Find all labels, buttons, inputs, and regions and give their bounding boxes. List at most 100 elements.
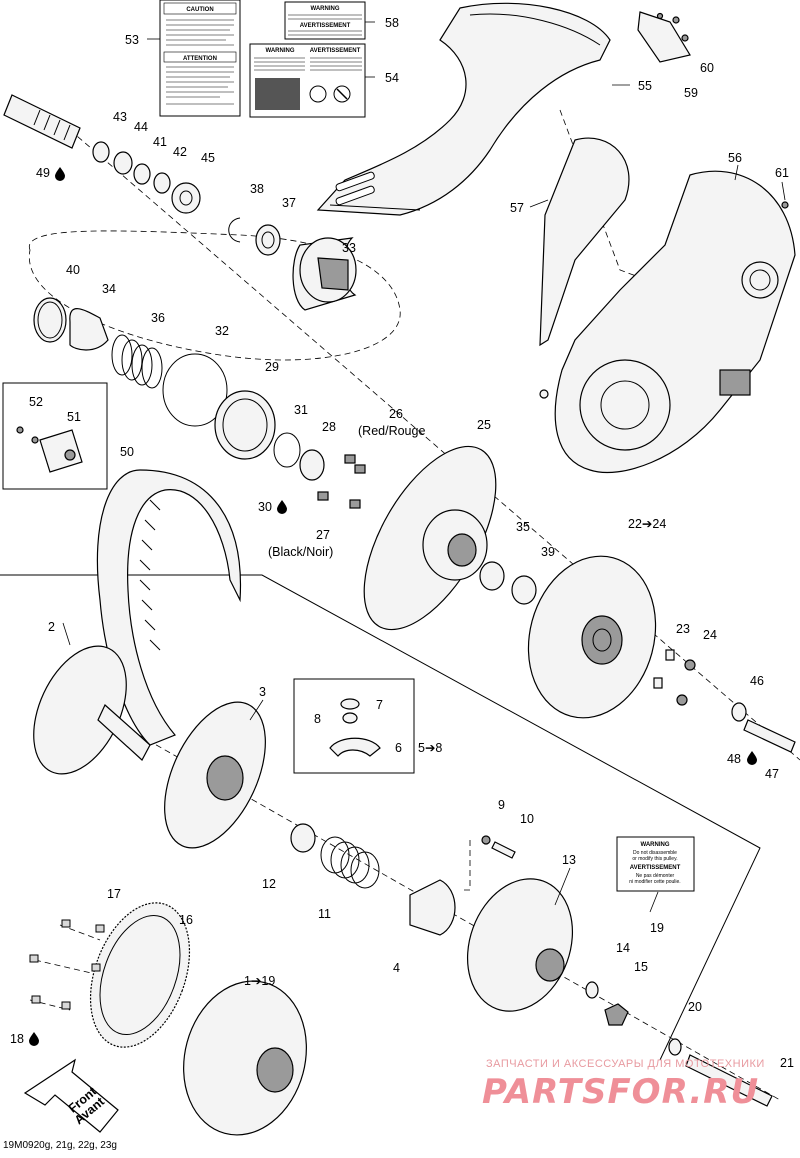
pulley-warning-heading: WARNING [641, 842, 670, 848]
cover-vent [719, 369, 751, 396]
ring-44 [113, 151, 133, 175]
callout-37: 37 [282, 196, 296, 210]
callout-30: 30 [258, 500, 272, 514]
callout-52: 52 [29, 395, 43, 409]
watermark-brand: PARTSFOR.RU [482, 1072, 760, 1112]
governor-cup-4 [409, 879, 456, 936]
washer-20 [668, 1038, 682, 1056]
callout-43: 43 [113, 110, 127, 124]
callout-42: 42 [173, 145, 187, 159]
callout-10: 10 [520, 812, 534, 826]
slider-27a [317, 491, 329, 501]
bolt-21 [685, 1054, 773, 1107]
ring-39 [511, 575, 537, 605]
callout-1-19: 1➔19 [244, 974, 275, 988]
callout-6: 6 [395, 741, 402, 755]
spider-3-hub [206, 755, 244, 801]
nut-15 [604, 1003, 629, 1026]
callout-34: 34 [102, 282, 116, 296]
callout-26: 26 [389, 407, 403, 421]
bearing-37 [255, 224, 281, 256]
callout-48: 48 [727, 752, 741, 766]
ring-32 [162, 353, 228, 427]
drive-pulley-assembly-1 [183, 980, 307, 1136]
callout-38: 38 [250, 182, 264, 196]
caution-heading: CAUTION [186, 7, 213, 13]
belt-path-outline [28, 230, 401, 361]
washer-14 [585, 981, 599, 999]
pin-23 [665, 649, 675, 661]
callout-15: 15 [634, 960, 648, 974]
callout-25: 25 [477, 418, 491, 432]
belt-cogs [139, 499, 161, 651]
inset-box-51-52 [2, 382, 108, 490]
callout-60: 60 [700, 61, 714, 75]
callouts: 53 58 54 60 60 55 59 56 61 57 43 44 41 4… [10, 16, 794, 1070]
diagram-reference-code: 19M0920g, 21g, 22g, 23g [3, 1140, 117, 1151]
cover-clutch-dome [579, 359, 671, 451]
callout-11: 11 [318, 907, 331, 921]
warning-heading-54: WARNING [266, 48, 295, 54]
callout-53: 53 [125, 33, 139, 47]
drive-shaft-2 [97, 704, 151, 761]
callout-54: 54 [385, 71, 399, 85]
oil-drop-icon [29, 1032, 39, 1046]
spring-36 [111, 334, 163, 389]
callout-33: 33 [342, 241, 356, 255]
pulley-avert-line2: ni modifier cette poulie. [629, 879, 680, 885]
callout-2: 2 [48, 620, 55, 634]
callout-19: 19 [650, 921, 664, 935]
callout-27-note: (Black/Noir) [268, 545, 333, 559]
cover-bearing-inner [749, 269, 771, 291]
spring-11 [320, 836, 380, 889]
bracket-51 [39, 429, 83, 473]
nut-24 [684, 659, 696, 671]
washer-8 [342, 712, 358, 724]
nut-24b [676, 694, 688, 706]
circlip-38 [228, 217, 241, 243]
slider-shoe-6 [329, 737, 381, 757]
callout-59: 59 [684, 86, 698, 100]
guard-bracket [637, 11, 691, 63]
cover-bearing-housing [741, 261, 779, 299]
washer-9 [481, 835, 491, 845]
leader-lines [62, 21, 786, 913]
belt-guard-upper [316, 2, 611, 216]
callout-28: 28 [322, 420, 336, 434]
callout-20: 20 [688, 1000, 702, 1014]
callout-18: 18 [10, 1032, 24, 1046]
washer-35 [479, 561, 505, 591]
screw-52 [16, 426, 24, 434]
sheave-22-hub [581, 615, 623, 665]
inset-box-5-8 [293, 678, 415, 774]
slider-27b [349, 499, 361, 509]
ring-40 [33, 297, 67, 343]
cover-clutch-window [600, 380, 650, 430]
callout-22-24: 22➔24 [628, 517, 666, 531]
drive-belt [96, 469, 242, 746]
callout-32: 32 [215, 324, 229, 338]
callout-36: 36 [151, 311, 165, 325]
washer-45-hole [179, 190, 193, 206]
callout-35: 35 [516, 520, 530, 534]
callout-51: 51 [67, 410, 81, 424]
callout-41: 41 [153, 135, 167, 149]
callout-13: 13 [562, 853, 576, 867]
oil-drop-icon [277, 500, 287, 514]
callout-14: 14 [616, 941, 630, 955]
callout-57: 57 [510, 201, 524, 215]
oil-drop-icon [55, 167, 65, 181]
pulley-warning-line1: Do not disassemble [633, 850, 677, 856]
decal-warning-pictogram: WARNING AVERTISSEMENT [249, 43, 366, 118]
ring-gear-16 [89, 902, 191, 1048]
callout-8: 8 [314, 712, 321, 726]
bushing-28 [299, 449, 325, 481]
shaft-49 [3, 94, 81, 149]
callout-17: 17 [107, 887, 121, 901]
ring-31 [273, 432, 301, 468]
ring-40-inner [37, 301, 63, 339]
callout-5-8: 5➔8 [418, 741, 442, 755]
callout-21: 21 [780, 1056, 794, 1070]
pulley-avert-line1: Ne pas démonter [636, 873, 675, 879]
callout-45: 45 [201, 151, 215, 165]
